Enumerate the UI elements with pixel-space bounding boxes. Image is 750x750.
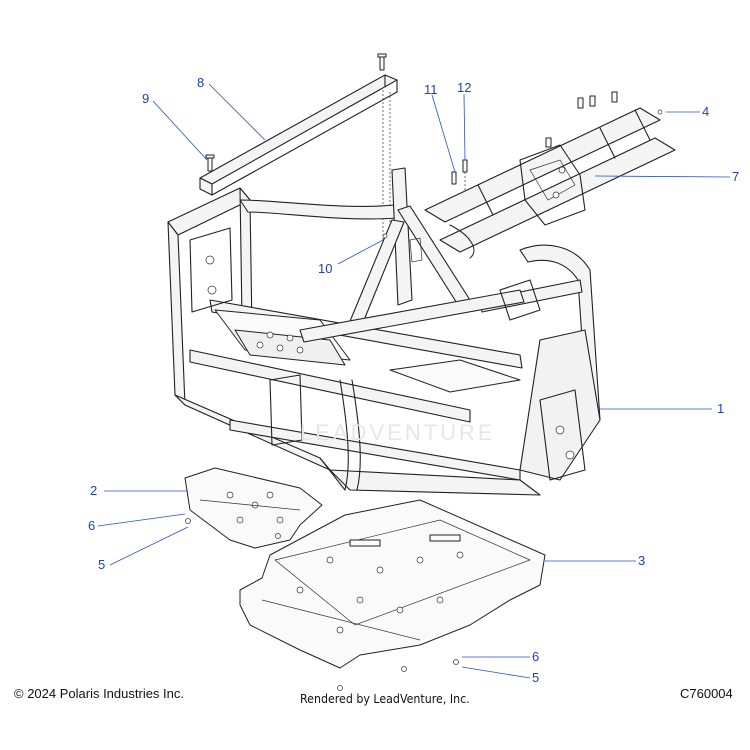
rear-cargo-support xyxy=(424,91,676,259)
callout-3: 3 xyxy=(638,553,646,568)
copyright-text: © 2024 Polaris Industries Inc. xyxy=(14,686,184,701)
diagram-id: C760004 xyxy=(680,686,733,701)
upper-cross-brace xyxy=(199,53,398,240)
callout-11: 11 xyxy=(424,82,438,97)
callout-4: 4 xyxy=(702,104,710,119)
callout-2: 2 xyxy=(90,483,98,498)
callout-1: 1 xyxy=(717,401,725,416)
callout-5-right: 5 xyxy=(532,670,540,685)
callout-12: 12 xyxy=(457,80,472,95)
main-skid-plate xyxy=(185,499,546,691)
rendered-by-text: Rendered by LeadVenture, Inc. xyxy=(300,692,470,706)
callout-9: 9 xyxy=(142,91,150,106)
callout-6-right: 6 xyxy=(532,649,540,664)
callout-5-left: 5 xyxy=(98,557,106,572)
bolt-hardware xyxy=(451,159,468,192)
watermark: LEADVENTURE xyxy=(300,420,496,445)
callout-6-left: 6 xyxy=(88,518,96,533)
main-frame xyxy=(167,167,601,496)
callout-7: 7 xyxy=(732,169,740,184)
leader-lines xyxy=(97,83,731,679)
callout-8: 8 xyxy=(197,75,205,90)
front-skid-plate xyxy=(184,467,323,549)
callout-10: 10 xyxy=(318,261,333,276)
